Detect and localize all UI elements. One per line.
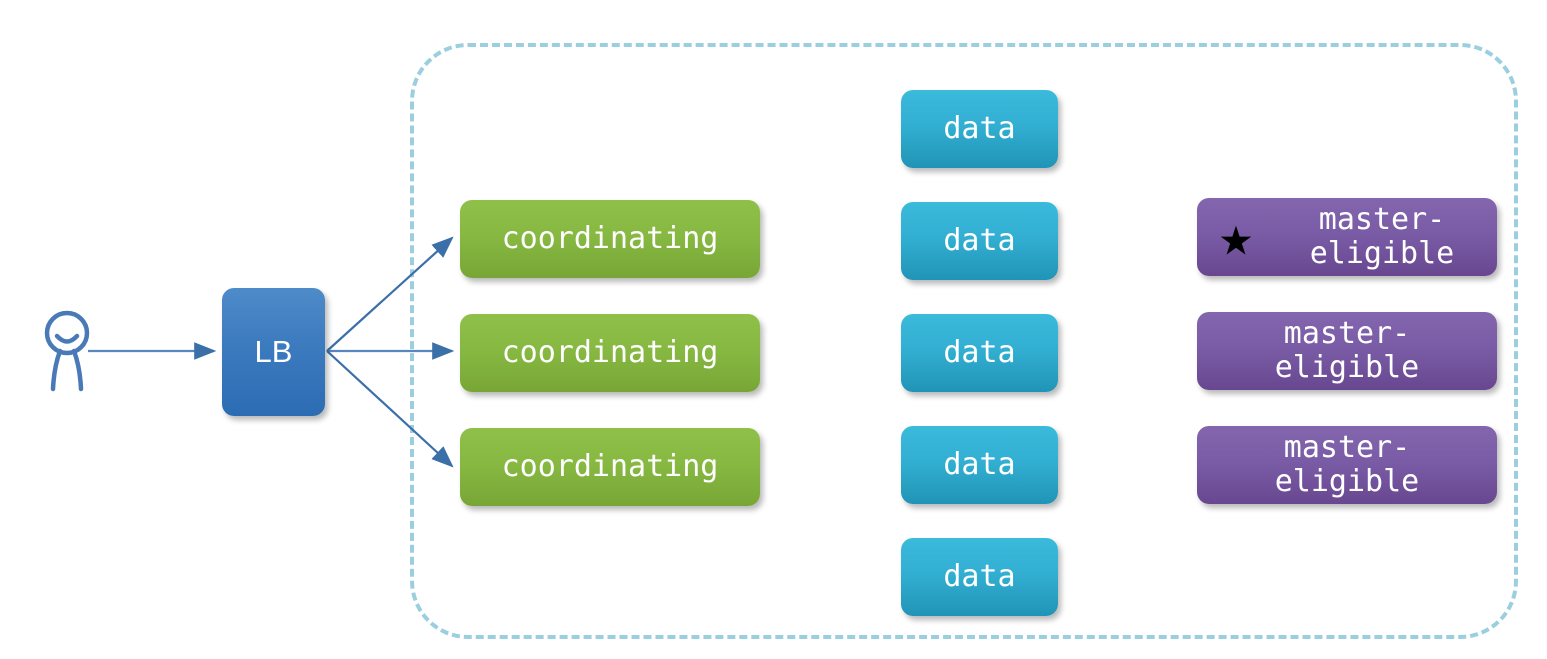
- data-node-4[interactable]: data: [901, 426, 1058, 504]
- coordinating-node-1[interactable]: coordinating: [460, 200, 760, 278]
- master-eligible-node-3-label: master- eligible: [1274, 430, 1420, 499]
- data-node-2-label: data: [943, 223, 1016, 259]
- data-node-1[interactable]: data: [901, 90, 1058, 168]
- master-eligible-node-3[interactable]: master- eligible: [1197, 426, 1497, 504]
- coordinating-node-3[interactable]: coordinating: [460, 428, 760, 506]
- data-node-4-label: data: [943, 447, 1016, 483]
- client-user-icon: [40, 305, 100, 393]
- master-eligible-node-2[interactable]: master- eligible: [1197, 312, 1497, 390]
- data-node-1-label: data: [943, 111, 1016, 147]
- data-node-3-label: data: [943, 335, 1016, 371]
- load-balancer-node[interactable]: LB: [222, 288, 325, 416]
- user-stick-figure-icon: [44, 310, 90, 392]
- data-node-2[interactable]: data: [901, 202, 1058, 280]
- data-node-5[interactable]: data: [901, 538, 1058, 616]
- coordinating-node-3-label: coordinating: [501, 449, 719, 485]
- data-node-5-label: data: [943, 559, 1016, 595]
- master-eligible-node-1[interactable]: ★ master- eligible: [1197, 198, 1497, 276]
- coordinating-node-1-label: coordinating: [501, 221, 719, 257]
- elected-master-star-icon: ★: [1219, 204, 1253, 269]
- data-node-3[interactable]: data: [901, 314, 1058, 392]
- master-eligible-node-1-label: master- eligible: [1309, 202, 1455, 271]
- master-eligible-node-2-label: master- eligible: [1274, 316, 1420, 385]
- load-balancer-label: LB: [254, 334, 293, 369]
- coordinating-node-2[interactable]: coordinating: [460, 314, 760, 392]
- coordinating-node-2-label: coordinating: [501, 335, 719, 371]
